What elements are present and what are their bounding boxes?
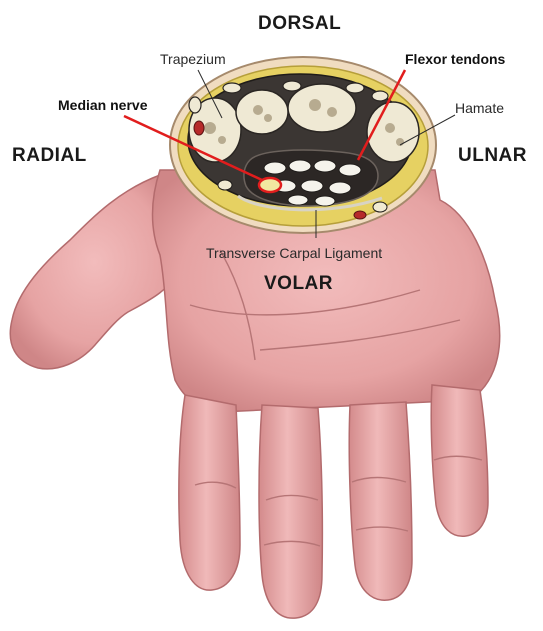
flexor-tendon — [315, 196, 335, 206]
flexor-tendon — [314, 160, 336, 172]
ulnar-label: ULNAR — [458, 145, 527, 167]
flexor-tendons-label: Flexor tendons — [405, 51, 505, 67]
index-finger — [179, 395, 240, 590]
hand-skin — [10, 170, 499, 618]
ulnar-nerve — [373, 202, 387, 212]
volar-label: VOLAR — [264, 273, 333, 295]
flexor-tendon — [339, 164, 361, 176]
flexor-tendon — [288, 195, 308, 205]
hamate-label: Hamate — [455, 100, 504, 116]
trapezium-label: Trapezium — [160, 51, 226, 67]
flexor-tendon — [301, 180, 323, 192]
flexor-tendon — [289, 160, 311, 172]
ulnar-artery — [354, 211, 366, 219]
ring-finger — [349, 402, 412, 600]
middle-finger — [259, 405, 322, 618]
ligament-label: Transverse Carpal Ligament — [206, 245, 382, 261]
dorsal-label: DORSAL — [258, 13, 341, 35]
little-finger — [431, 385, 488, 536]
radial-artery — [194, 121, 204, 135]
median-nerve — [259, 178, 281, 192]
flexor-tendon — [329, 182, 351, 194]
capitate-bone — [288, 84, 356, 132]
wrist-cross-section — [170, 57, 436, 233]
radial-label: RADIAL — [12, 145, 87, 167]
flexor-tendon — [264, 162, 286, 174]
median-nerve-label: Median nerve — [58, 97, 147, 113]
